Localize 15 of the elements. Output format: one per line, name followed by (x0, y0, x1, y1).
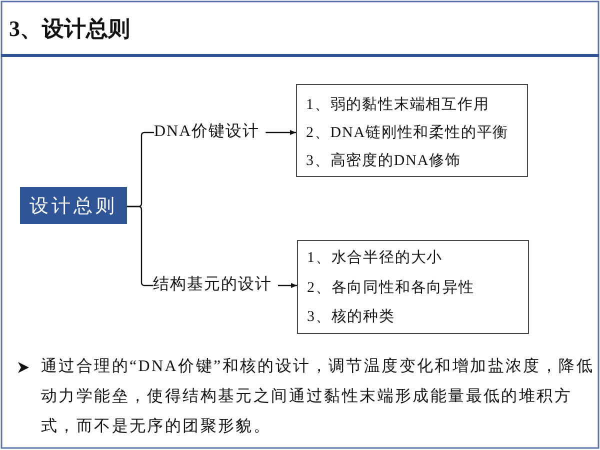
slide-title: 3、设计总则 (9, 15, 130, 43)
list-item: 1、弱的黏性末端相互作用 (306, 96, 490, 115)
list-item: 3、核的种类 (307, 308, 395, 327)
list-box (297, 240, 529, 334)
list-item: 1、水合半径的大小 (307, 248, 443, 268)
branch-label: 结构基元的设计 (153, 275, 272, 295)
arrow (278, 283, 297, 288)
arrow (266, 130, 296, 135)
branch-label: DNA价键设计 (154, 122, 260, 142)
bullet-paragraph: 通过合理的“DNA价键”和核的设计，调节温度变化和增加盐浓度，降低动力学能垒，使得结构基元之间通过黏性末端形成能量最低的堆积方式，而不是无序的团聚形貌。 (41, 356, 595, 437)
list-item: 2、DNA链刚性和柔性的平衡 (306, 124, 509, 143)
list-box (296, 84, 528, 177)
list-item: 3、高密度的DNA修饰 (306, 151, 461, 171)
topic-box: 设计总则 (20, 187, 127, 224)
list-item: 2、各向同性和各向异性 (307, 278, 474, 298)
